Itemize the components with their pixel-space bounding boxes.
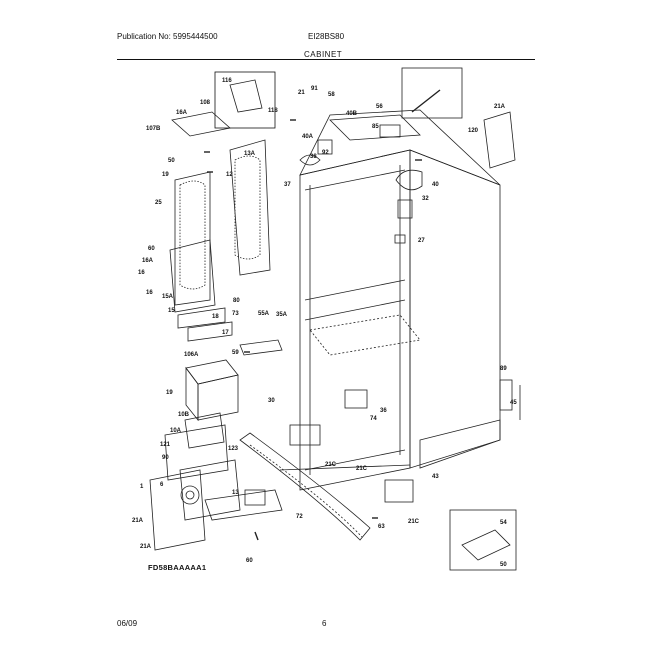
callout-91: 91: [311, 86, 318, 92]
callout-50: 50: [500, 562, 507, 568]
top-cover-assembly: [299, 114, 423, 244]
callout-labels: 10811611816A107B501913A12256016A161615A1…: [132, 78, 517, 568]
callout-58: 58: [328, 92, 335, 98]
screws: [204, 119, 422, 541]
callout-25: 25: [155, 200, 162, 206]
callout-40b: 40B: [346, 111, 358, 117]
callout-60: 60: [148, 246, 155, 252]
callout-120: 120: [468, 128, 479, 134]
callout-35a: 35A: [276, 312, 288, 318]
callout-1: 1: [140, 484, 144, 490]
callout-123: 123: [228, 446, 239, 452]
lower-front-assembly: [149, 424, 371, 551]
left-bracket-assembly: [169, 71, 276, 342]
callout-17: 17: [222, 330, 229, 336]
callout-19: 19: [166, 390, 173, 396]
section-title: CABINET: [304, 50, 343, 59]
callout-56: 56: [376, 104, 383, 110]
callout-13a: 13A: [244, 151, 256, 157]
callout-55a: 55A: [258, 311, 270, 317]
callout-21a: 21A: [140, 544, 152, 550]
lower-hinge-assembly: [279, 389, 414, 503]
callout-89: 89: [500, 366, 507, 372]
callout-32: 32: [422, 196, 429, 202]
callout-108: 108: [200, 100, 211, 106]
callout-6: 6: [160, 482, 164, 488]
callout-21: 21: [298, 90, 305, 96]
model-number: EI28BS80: [308, 32, 345, 41]
detail-box-tool: [401, 67, 463, 119]
callout-16a: 16A: [176, 110, 188, 116]
publication-number: Publication No: 5995444500: [117, 32, 218, 41]
callout-10a: 10A: [170, 428, 182, 434]
callout-54: 54: [500, 520, 507, 526]
callout-37: 37: [284, 182, 291, 188]
callout-40a: 40A: [302, 134, 314, 140]
callout-21c: 21C: [325, 462, 337, 468]
footer-date: 06/09: [117, 619, 138, 628]
callout-16a: 16A: [142, 258, 154, 264]
callout-118: 118: [268, 108, 278, 114]
left-control-module: [184, 339, 283, 449]
callout-21c: 21C: [408, 519, 420, 525]
callout-45: 45: [510, 400, 517, 406]
callout-121: 121: [160, 442, 171, 448]
callout-80: 80: [233, 298, 240, 304]
callout-72: 72: [296, 514, 303, 520]
callout-107b: 107B: [146, 126, 161, 132]
callout-74: 74: [370, 416, 377, 422]
callout-30: 30: [268, 398, 275, 404]
detail-box-foot: [449, 509, 517, 571]
callout-106a: 106A: [184, 352, 199, 358]
header-rule: [117, 59, 535, 60]
callout-10b: 10B: [178, 412, 190, 418]
callout-15: 15: [168, 308, 175, 314]
callout-60: 60: [246, 558, 253, 564]
callout-18: 18: [212, 314, 219, 320]
callout-50: 50: [168, 158, 175, 164]
callout-90: 90: [162, 455, 169, 461]
callout-63: 63: [378, 524, 385, 530]
callout-12: 12: [226, 172, 233, 178]
callout-27: 27: [418, 238, 425, 244]
callout-36: 36: [380, 408, 387, 414]
footer-page-number: 6: [322, 619, 327, 628]
callout-59: 59: [232, 350, 239, 356]
callout-13: 13: [232, 490, 239, 496]
right-side-parts: [483, 111, 521, 420]
callout-43: 43: [432, 474, 439, 480]
callout-21a: 21A: [494, 104, 506, 110]
cabinet-body: [299, 109, 501, 491]
callout-21a: 21A: [132, 518, 144, 524]
callout-116: 116: [222, 78, 232, 84]
callout-16: 16: [146, 290, 153, 296]
callout-16: 16: [138, 270, 145, 276]
callout-92: 92: [322, 150, 329, 156]
callout-19: 19: [162, 172, 169, 178]
callout-73: 73: [232, 311, 239, 317]
callout-15a: 15A: [162, 294, 174, 300]
callout-85: 85: [372, 124, 379, 130]
callout-40: 40: [432, 182, 439, 188]
diagram-code: FD58BAAAAA1: [148, 563, 207, 572]
callout-38: 38: [310, 154, 317, 160]
callout-21c: 21C: [356, 466, 368, 472]
